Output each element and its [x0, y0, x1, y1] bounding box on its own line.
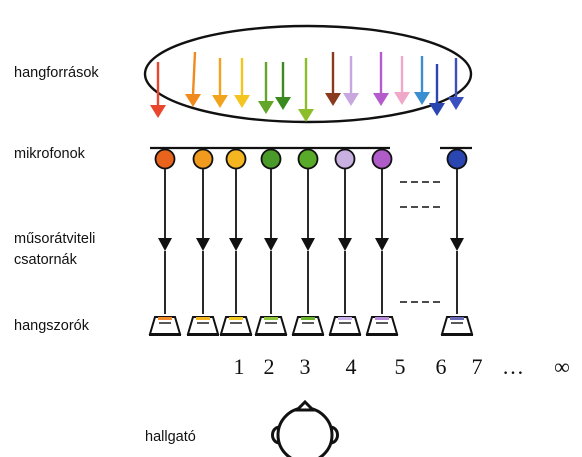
microphones-label: mikrofonok: [14, 146, 86, 162]
channel-number-1: 1: [234, 354, 245, 379]
listener-head-icon: [271, 399, 339, 457]
speaker-icon: [440, 316, 474, 336]
channel-number-6: 6: [436, 354, 447, 379]
channel-2: [186, 148, 220, 336]
speaker-icon: [254, 316, 288, 336]
sound-source-ellipse: [143, 24, 473, 124]
channel-arrowhead: [301, 238, 315, 251]
channel-arrowhead: [196, 238, 210, 251]
speaker-icon: [186, 316, 220, 336]
source-arrow: [275, 62, 291, 110]
source-arrow: [343, 56, 359, 106]
channels-group: [148, 148, 474, 336]
source-arrow: [234, 58, 250, 108]
source-arrow: [258, 62, 274, 114]
speaker-icon: [291, 316, 325, 336]
channel-4: [254, 148, 288, 336]
speaker-icon: [219, 316, 253, 336]
channel-number-4: 4: [346, 354, 357, 379]
source-arrow: [298, 58, 314, 122]
microphone-icon: [225, 148, 247, 170]
channels-label-line1: műsorátviteli: [14, 231, 95, 247]
microphone-icon: [371, 148, 393, 170]
channel-8: [440, 148, 474, 336]
speaker-icon: [148, 316, 182, 336]
source-arrow: [414, 56, 430, 105]
channel-arrowhead: [264, 238, 278, 251]
microphone-icon: [297, 148, 319, 170]
source-arrows-group: [150, 51, 464, 122]
channel-5: [291, 148, 325, 336]
microphone-icon: [192, 148, 214, 170]
channel-3: [219, 148, 253, 336]
channel-number-5: 5: [395, 354, 406, 379]
channel-arrowhead: [375, 238, 389, 251]
channel-number-ellipsis: …: [502, 354, 524, 379]
channel-arrowhead: [229, 238, 243, 251]
source-arrow: [448, 58, 464, 110]
channel-number-2: 2: [264, 354, 275, 379]
source-arrow: [394, 56, 410, 105]
microphone-icon: [446, 148, 468, 170]
source-arrow: [325, 52, 341, 106]
channel-arrowhead: [338, 238, 352, 251]
source-arrow: [429, 64, 445, 116]
channel-arrowhead: [450, 238, 464, 251]
speaker-icon: [328, 316, 362, 336]
channel-6: [328, 148, 362, 336]
channel-1: [148, 148, 182, 336]
channel-number-infinity: ∞: [554, 354, 570, 379]
microphone-icon: [260, 148, 282, 170]
source-arrow: [373, 52, 389, 106]
source-arrow: [150, 62, 166, 118]
channel-number-3: 3: [300, 354, 311, 379]
source-arrow: [185, 51, 201, 107]
microphone-icon: [154, 148, 176, 170]
ellipsis-dashes: [400, 181, 440, 303]
sources-label: hangforrások: [14, 65, 99, 81]
channels-label-line2: csatornák: [14, 252, 78, 268]
speakers-label: hangszorók: [14, 318, 90, 334]
listener-label: hallgató: [145, 429, 196, 445]
source-arrow: [212, 58, 228, 108]
channel-number-7: 7: [472, 354, 483, 379]
channel-arrowhead: [158, 238, 172, 251]
speaker-icon: [365, 316, 399, 336]
channel-7: [365, 148, 399, 336]
microphone-icon: [334, 148, 356, 170]
